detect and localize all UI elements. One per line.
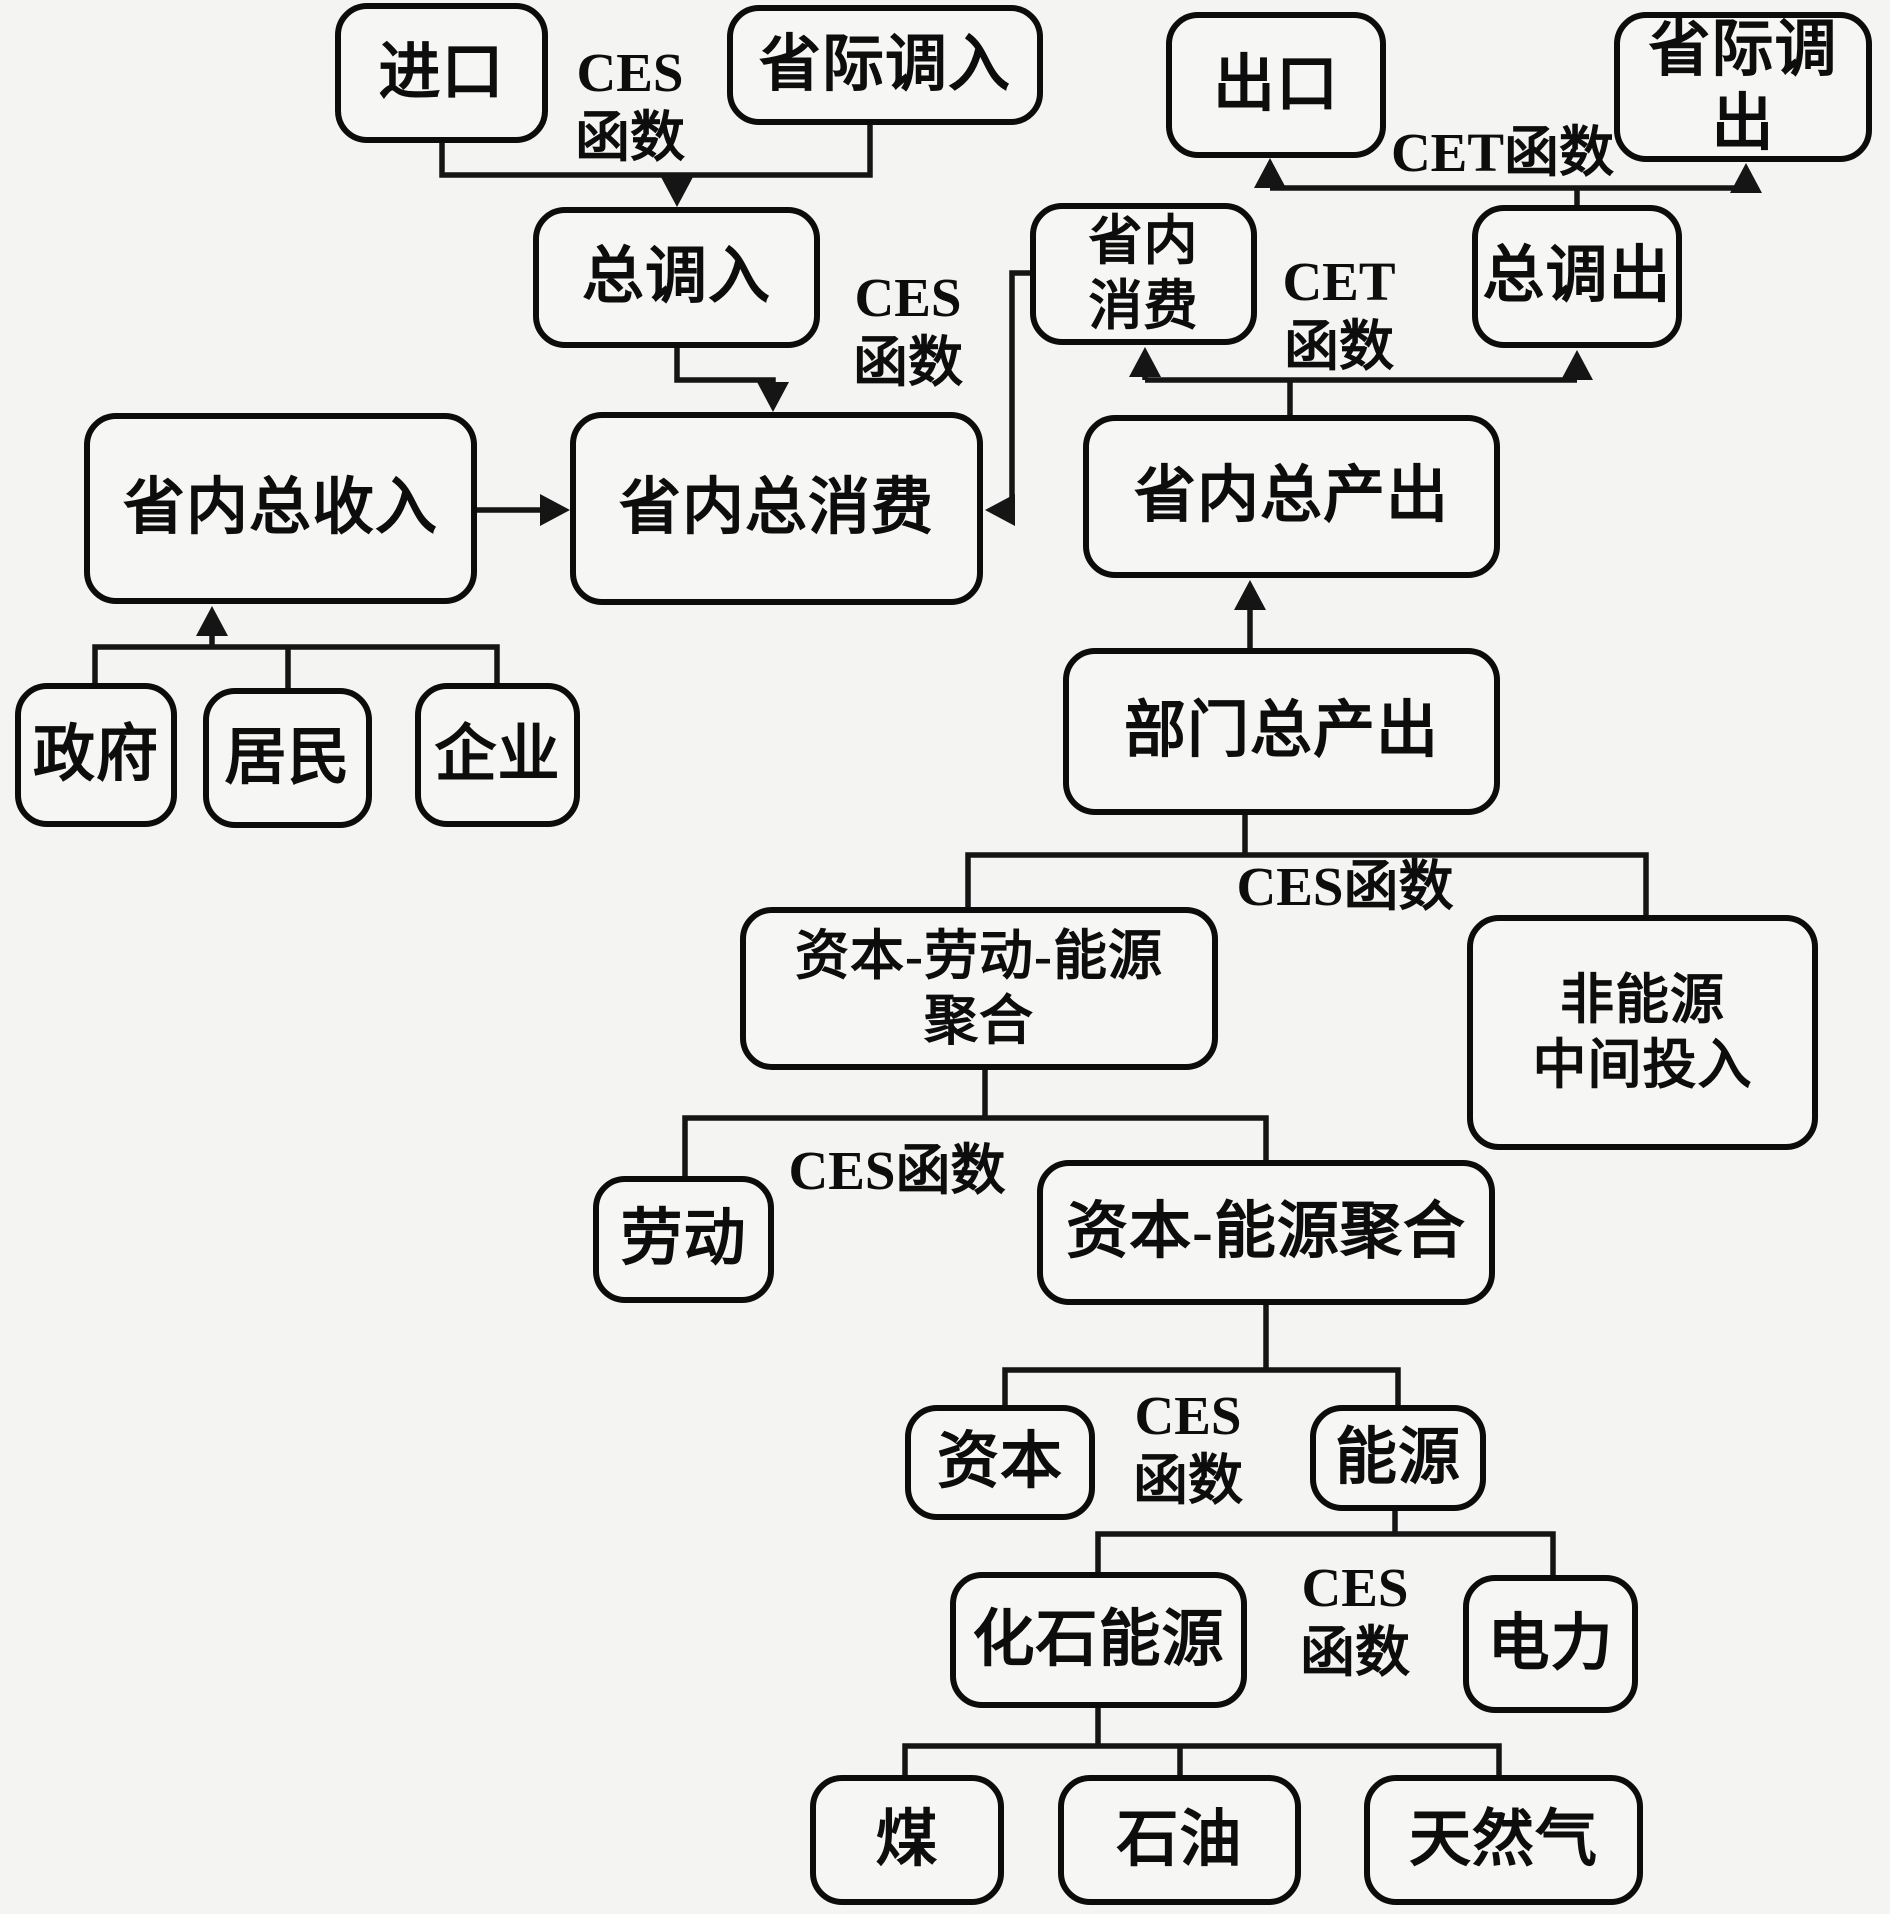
node-residents: 居民 <box>203 688 372 828</box>
edge-provincial-output-split-line <box>1142 377 1580 415</box>
node-capital: 资本 <box>905 1405 1095 1520</box>
node-capital-labor-energy-aggregate-label: 资本-劳动-能源 聚合 <box>795 925 1163 1051</box>
node-interprovincial-outflow-label: 省际调出 <box>1648 15 1838 158</box>
node-import: 进口 <box>335 3 548 143</box>
node-government-label: 政府 <box>32 720 159 789</box>
node-capital-label: 资本 <box>936 1428 1063 1497</box>
arrowhead-into-total-outflow <box>1561 350 1593 380</box>
node-total-outflow: 总调出 <box>1472 205 1682 348</box>
node-interprovincial-outflow: 省际调出 <box>1614 12 1872 162</box>
label-cet-middle: CET 函数 <box>1282 250 1396 377</box>
node-total-inflow-label: 总调入 <box>581 243 771 312</box>
node-provincial-consumption: 省内 消费 <box>1030 203 1257 345</box>
node-coal-label: 煤 <box>875 1805 939 1874</box>
node-capital-energy-aggregate: 资本-能源聚合 <box>1037 1160 1495 1305</box>
node-interprovincial-inflow: 省际调入 <box>727 5 1043 125</box>
edge-energy-split-line <box>1095 1511 1556 1575</box>
node-export: 出口 <box>1166 12 1386 158</box>
label-ces-sector-split: CES函数 <box>1236 855 1454 917</box>
edge-total-inflow-to-consumption-line <box>674 348 776 384</box>
node-sector-total-output-label: 部门总产出 <box>1123 697 1439 766</box>
arrowhead-into-provincial-consumption <box>1129 347 1161 377</box>
node-labor-label: 劳动 <box>620 1205 747 1274</box>
node-export-label: 出口 <box>1212 50 1339 119</box>
edge-kle-split-line <box>682 1070 1269 1176</box>
node-provincial-total-income: 省内总收入 <box>84 413 477 604</box>
node-provincial-total-output-label: 省内总产出 <box>1133 462 1449 531</box>
arrowhead-into-provincial-total-income <box>196 606 228 636</box>
node-electricity: 电力 <box>1463 1575 1638 1713</box>
arrowhead-into-provincial-total-consumption-top <box>757 382 789 412</box>
node-government: 政府 <box>15 683 177 827</box>
arrowhead-into-interprovincial-outflow <box>1730 163 1762 193</box>
node-total-outflow-label: 总调出 <box>1482 242 1672 311</box>
edge-ke-split-line <box>1002 1305 1401 1405</box>
edge-fossil-split-line <box>902 1708 1502 1775</box>
arrowhead-into-provincial-total-consumption-right <box>985 494 1015 526</box>
edge-agents-to-income-line <box>92 634 500 688</box>
node-enterprises: 企业 <box>415 683 580 827</box>
label-ces-energy-split: CES 函数 <box>1299 1556 1410 1683</box>
node-coal: 煤 <box>810 1775 1004 1905</box>
node-capital-labor-energy-aggregate: 资本-劳动-能源 聚合 <box>740 907 1218 1070</box>
edge-provincial-consumption-to-total-consumption-line <box>1009 270 1030 513</box>
edge-sector-output-split-line <box>965 815 1649 915</box>
node-provincial-total-consumption: 省内总消费 <box>570 412 983 605</box>
node-oil: 石油 <box>1058 1775 1301 1905</box>
node-natural-gas-label: 天然气 <box>1408 1805 1598 1874</box>
node-residents-label: 居民 <box>224 723 351 792</box>
arrowhead-into-export <box>1254 158 1286 188</box>
node-energy: 能源 <box>1310 1405 1486 1511</box>
node-non-energy-intermediate-input-label: 非能源 中间投入 <box>1532 969 1753 1095</box>
node-provincial-consumption-label: 省内 消费 <box>1088 211 1199 336</box>
arrowhead-into-total-inflow <box>661 177 693 207</box>
node-enterprises-label: 企业 <box>434 720 561 789</box>
label-ces-kle-split: CES函数 <box>788 1139 1006 1201</box>
arrowhead-into-provincial-total-output <box>1234 580 1266 610</box>
node-total-inflow: 总调入 <box>533 207 820 348</box>
arrowhead-into-provincial-total-consumption-left <box>540 494 570 526</box>
node-electricity-label: 电力 <box>1487 1609 1614 1678</box>
node-fossil-energy-label: 化石能源 <box>972 1605 1225 1674</box>
node-interprovincial-inflow-label: 省际调入 <box>758 30 1011 99</box>
label-cet-top-right: CET函数 <box>1390 121 1615 183</box>
node-natural-gas: 天然气 <box>1364 1775 1643 1905</box>
label-ces-ke-split: CES 函数 <box>1132 1384 1243 1511</box>
node-sector-total-output: 部门总产出 <box>1063 648 1500 815</box>
node-provincial-total-output: 省内总产出 <box>1083 415 1500 578</box>
node-energy-label: 能源 <box>1334 1423 1461 1492</box>
node-oil-label: 石油 <box>1116 1805 1243 1874</box>
label-ces-top-left: CES 函数 <box>574 41 685 168</box>
node-provincial-total-consumption-label: 省内总消费 <box>618 474 934 543</box>
node-non-energy-intermediate-input: 非能源 中间投入 <box>1467 915 1818 1150</box>
node-fossil-energy: 化石能源 <box>950 1572 1247 1708</box>
node-provincial-total-income-label: 省内总收入 <box>122 474 438 543</box>
node-import-label: 进口 <box>378 38 505 107</box>
edge-total-outflow-split-line <box>1270 185 1746 205</box>
node-capital-energy-aggregate-label: 资本-能源聚合 <box>1066 1198 1466 1267</box>
label-ces-inflow: CES 函数 <box>852 266 963 393</box>
node-labor: 劳动 <box>593 1176 774 1303</box>
